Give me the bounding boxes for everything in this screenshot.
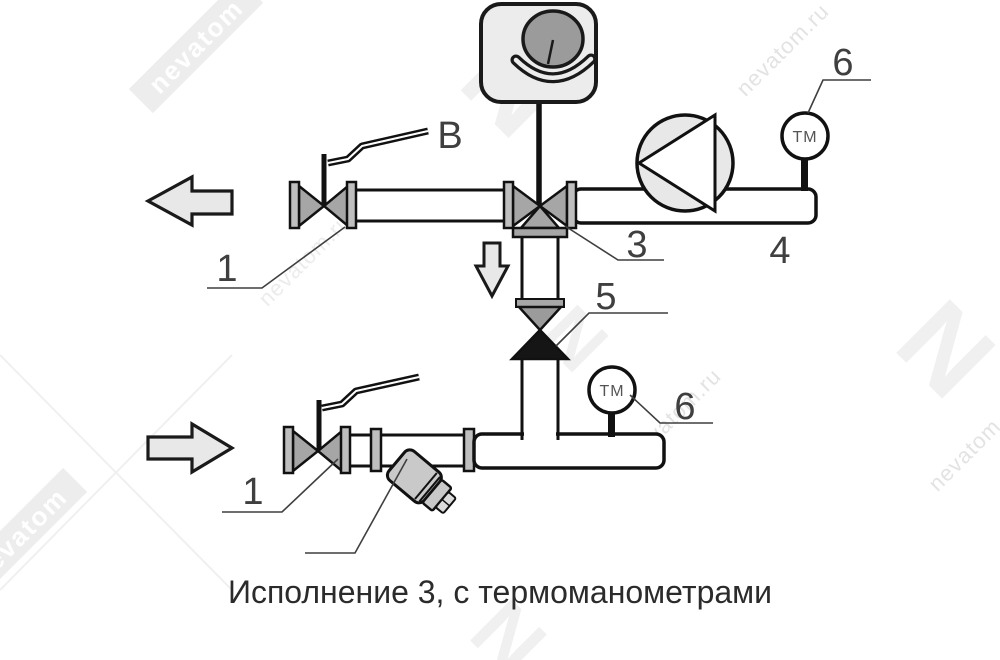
check-valve-lower-cone	[509, 328, 571, 361]
flange	[339, 425, 352, 475]
watermark-brand-text: nevatom	[0, 482, 73, 589]
flange	[282, 425, 295, 475]
check-valve-upper-cone	[516, 305, 564, 332]
label-gauge-bottom: 6	[674, 386, 695, 428]
label-gauge-top: 6	[832, 42, 853, 84]
shutoff-valve-top	[288, 127, 429, 230]
valve-body-left	[297, 183, 327, 229]
three-way-valve	[502, 100, 578, 239]
watermark-ribbon-band	[128, 0, 264, 114]
label-check-valve: 5	[595, 276, 616, 318]
watermark-logo-icon: N	[874, 278, 1000, 421]
leader-strainer	[305, 458, 408, 554]
label-valve-top: 1	[216, 248, 237, 290]
pump	[635, 112, 735, 214]
gauge-label: ТМ	[792, 129, 817, 146]
leader-gauge-top	[807, 79, 871, 114]
valve-body-left	[291, 428, 321, 474]
leader-check-valve	[555, 312, 668, 347]
strainer-ring	[414, 472, 438, 500]
flow-arrow-left-icon	[144, 174, 234, 228]
pipe-joint	[524, 430, 556, 439]
watermark-site-text: nevatom.ru	[253, 208, 356, 311]
gauge-stem	[801, 157, 808, 191]
gauge-label: ТМ	[599, 383, 624, 400]
valve-body-right	[316, 428, 344, 474]
actuator-knob-icon	[521, 9, 585, 69]
flange	[565, 180, 578, 230]
check-valve	[509, 298, 571, 361]
label-pump: 4	[769, 230, 790, 272]
gauge-dial	[587, 365, 637, 415]
strainer-plug-line	[441, 498, 451, 507]
watermark-ribbon: nevatom	[0, 467, 88, 603]
strainer-ring	[418, 476, 441, 503]
flange	[288, 180, 301, 230]
valve-handle	[321, 373, 420, 412]
thermomanometer-bottom: ТМ	[587, 365, 637, 437]
actuator-knob-pointer	[546, 39, 555, 65]
strainer	[385, 448, 457, 514]
leader-three-way-valve	[564, 225, 664, 261]
label-valve-bottom: 1	[242, 471, 263, 513]
flange	[345, 180, 358, 230]
three-way-bottom-flange	[511, 226, 569, 239]
thermomanometer-top: ТМ	[780, 111, 830, 191]
flow-arrow-right-icon	[146, 421, 236, 475]
actuator-dial-arc-inner	[513, 56, 594, 80]
watermark-ribbon: nevatom	[128, 0, 264, 114]
caption: Исполнение 3, с термоманометрами	[228, 574, 772, 610]
flange	[369, 427, 383, 473]
watermark-line	[0, 354, 233, 591]
watermark-brand-text: nevatom	[143, 0, 250, 99]
leader-valve-top	[207, 226, 346, 289]
flow-arrow-down-icon	[473, 241, 511, 300]
watermark-ribbon-band	[0, 467, 88, 603]
vertical-pipe-upper	[520, 236, 560, 301]
pump-impeller-icon	[636, 112, 717, 214]
valve-handle-highlight	[321, 376, 420, 409]
leader-valve-bottom	[222, 458, 339, 513]
leader-gauge-bottom	[629, 394, 713, 424]
watermark-site-text: nevatom.ru	[731, 0, 834, 101]
label-handle: В	[437, 115, 462, 157]
valve-handle	[327, 127, 429, 167]
pipe-top-left	[356, 188, 506, 223]
pipe-bottom-right	[472, 432, 666, 470]
gauge-stem	[608, 410, 615, 437]
label-three-way-valve: 3	[626, 224, 647, 266]
flange	[502, 180, 515, 230]
actuator	[479, 2, 598, 104]
gauge-dial	[780, 111, 830, 161]
valve-handle-highlight	[327, 130, 429, 164]
